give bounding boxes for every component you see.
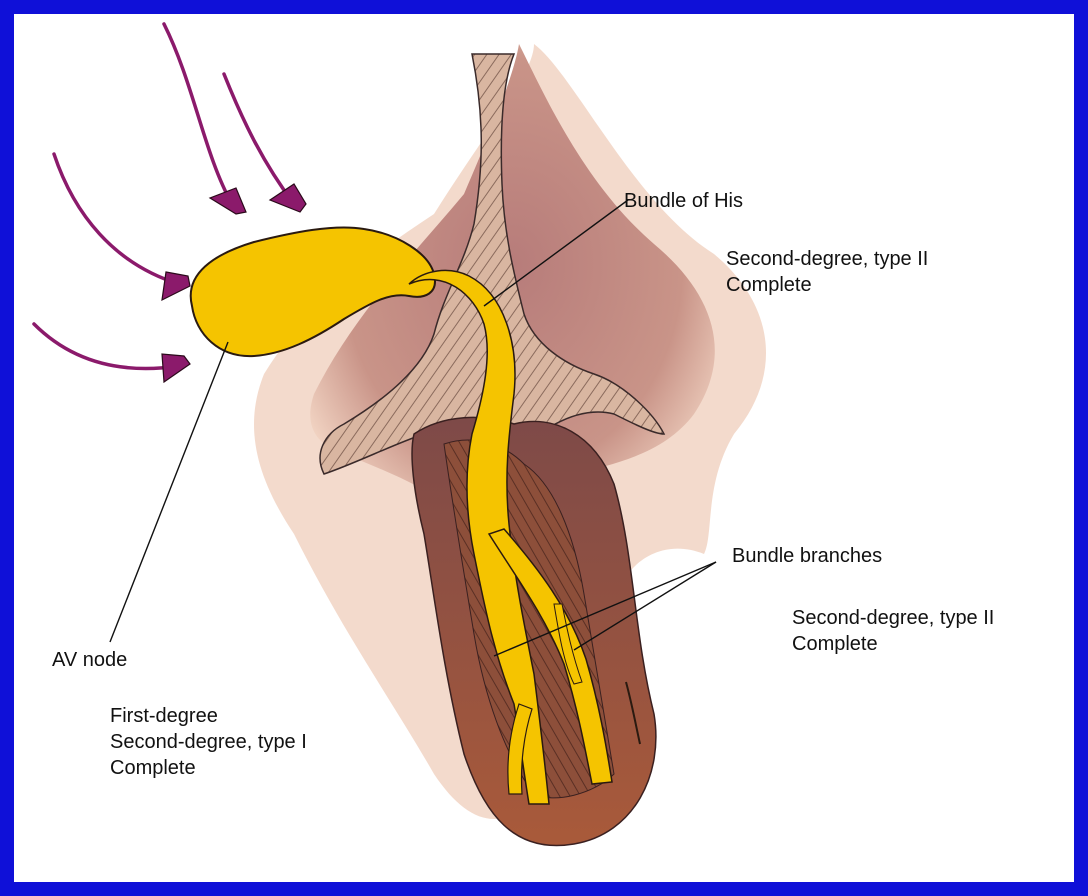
av-block-complete: Complete xyxy=(110,755,196,781)
leader-av-node xyxy=(110,342,228,642)
branch-block-type-2: Second-degree, type II xyxy=(792,605,994,631)
av-block-first-degree: First-degree xyxy=(110,703,218,729)
label-av-node: AV node xyxy=(52,647,127,673)
arrow-4-head xyxy=(162,354,190,382)
his-block-type-2: Second-degree, type II xyxy=(726,246,928,272)
av-block-second-degree-type-1: Second-degree, type I xyxy=(110,729,307,755)
arrow-2-head xyxy=(270,184,306,212)
arrow-2 xyxy=(224,74,294,204)
diagram-frame: Bundle of His Second-degree, type II Com… xyxy=(14,14,1074,882)
arrow-1 xyxy=(164,24,232,204)
label-bundle-of-his: Bundle of His xyxy=(624,188,743,214)
label-bundle-branches: Bundle branches xyxy=(732,543,882,569)
arrow-3-head xyxy=(162,272,190,300)
arrow-4 xyxy=(34,324,179,369)
branch-block-complete: Complete xyxy=(792,631,878,657)
arrow-1-head xyxy=(210,188,246,214)
his-block-complete: Complete xyxy=(726,272,812,298)
arrow-3 xyxy=(54,154,179,284)
